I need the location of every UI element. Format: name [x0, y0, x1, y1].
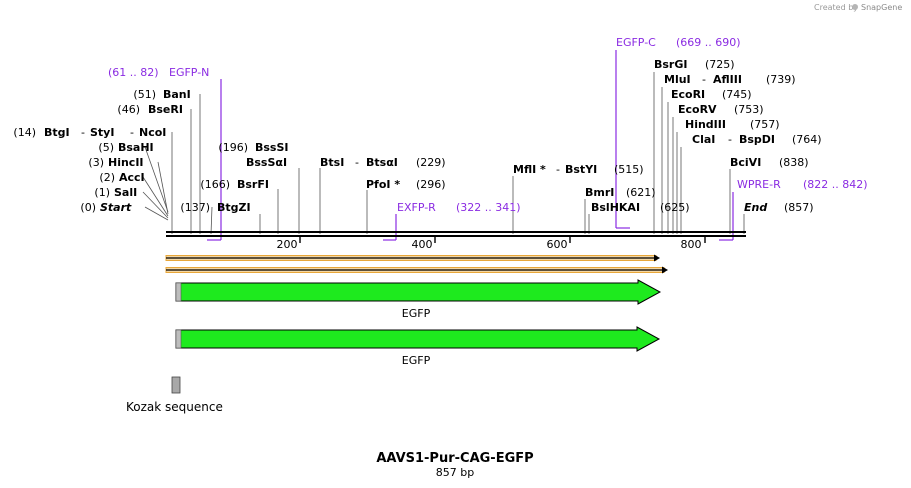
site-btsi-name: BtsI — [320, 156, 344, 169]
primer-egfpc-range: (669 .. 690) — [676, 36, 741, 49]
site-bsssi-name: BssSI — [255, 141, 289, 154]
site-leader-lines — [142, 72, 745, 235]
site-styi-name: StyI — [90, 126, 114, 139]
site-bseri-name: BseRI — [148, 103, 183, 116]
credit-brand: SnapGene — [861, 3, 902, 12]
site-end-pos: (857) — [784, 201, 814, 214]
feature-egfp-label: EGFP — [402, 354, 431, 367]
site-mlui-name: MluI — [664, 73, 691, 86]
ruler-label: 600 — [547, 238, 568, 251]
primer-egfpn-range: (61 .. 82) — [108, 66, 159, 79]
ruler-label: 200 — [277, 238, 298, 251]
site-ncoi-name: NcoI — [139, 126, 166, 139]
site-separator: - — [702, 73, 706, 86]
map-length: 857 bp — [436, 466, 474, 479]
primer-wprer-name: WPRE-R — [737, 178, 781, 191]
site-hincii-name: HincII — [108, 156, 144, 169]
site-bmri-name: BmrI — [585, 186, 614, 199]
site-bseri-pos: (46) — [117, 103, 140, 116]
site-acci-name: AccI — [119, 171, 145, 184]
site-bcivi-pos: (838) — [779, 156, 809, 169]
site-clai-pos: (764) — [792, 133, 822, 146]
site-sali-name: SalI — [114, 186, 137, 199]
site-afliii-name: AflIII — [713, 73, 742, 86]
primer-wprer-range: (822 .. 842) — [803, 178, 868, 191]
site-bani-name: BanI — [163, 88, 191, 101]
primer-lines — [207, 50, 734, 241]
ruler-label: 400 — [412, 238, 433, 251]
site-ecorv-pos: (753) — [734, 103, 764, 116]
site-bslhkai-pos: (625) — [660, 201, 690, 214]
site-ecori-pos: (745) — [722, 88, 752, 101]
site-bsrgi-name: BsrGI — [654, 58, 687, 71]
ruler-label: 800 — [681, 238, 702, 251]
site-bani-pos: (51) — [133, 88, 156, 101]
site-bsrfi-pos: (166) — [200, 178, 230, 191]
feature-egfp-label: EGFP — [402, 307, 431, 320]
feature-kozak-label: Kozak sequence — [126, 400, 223, 414]
site-btgi-name: BtgI — [44, 126, 70, 139]
map-title: AAVS1-Pur-CAG-EGFP — [376, 451, 533, 466]
site-separator: - — [130, 126, 134, 139]
site-bsssai-name: BssSαI — [246, 156, 287, 169]
site-separator: - — [81, 126, 85, 139]
site-btgzi-pos: (137) — [180, 201, 210, 214]
site-acci-pos: (2) — [99, 171, 115, 184]
site-bsrgi-pos: (725) — [705, 58, 735, 71]
site-pfoi-pos: (296) — [416, 178, 446, 191]
site-hindiii-pos: (757) — [750, 118, 780, 131]
site-start-name: Start — [100, 201, 132, 214]
site-mlui-pos: (739) — [766, 73, 796, 86]
site-btgzi-name: BtgZI — [217, 201, 251, 214]
primer-egfpn-name: EGFP-N — [169, 66, 209, 79]
site-clai-name: ClaI — [692, 133, 715, 146]
site-ecori-name: EcoRI — [671, 88, 705, 101]
site-hincii-pos: (3) — [88, 156, 104, 169]
kozak-feature-box — [171, 376, 181, 394]
site-pfoi-name: PfoI * — [366, 178, 400, 191]
ruler-ticks — [299, 237, 706, 243]
site-bstyi-name: BstYI — [565, 163, 597, 176]
site-bsssi-pos: (196) — [218, 141, 248, 154]
primer-egfpc-name: EGFP-C — [616, 36, 656, 49]
site-end-name: End — [744, 201, 767, 214]
backbone-top — [166, 231, 746, 233]
egfp-feature-arrow — [175, 326, 661, 352]
site-separator: - — [556, 163, 560, 176]
site-bsahi-pos: (5) — [98, 141, 114, 154]
site-ecorv-name: EcoRV — [678, 103, 717, 116]
primer-exfpr-name: EXFP-R — [397, 201, 436, 214]
snapgene-logo-icon — [852, 4, 858, 10]
site-sali-pos: (1) — [94, 186, 110, 199]
credit-text: Created by — [814, 3, 858, 12]
orf-arrow — [165, 254, 660, 262]
site-bslhkai-name: BslHKAI — [591, 201, 640, 214]
site-bsahi-name: BsaHI — [118, 141, 154, 154]
site-hindiii-name: HindIII — [685, 118, 726, 131]
site-bmri-pos: (621) — [626, 186, 656, 199]
site-btgi-pos: (14) — [13, 126, 36, 139]
backbone-bottom — [166, 235, 746, 237]
site-bspdi-name: BspDI — [739, 133, 775, 146]
site-btsi-pos: (229) — [416, 156, 446, 169]
site-separator: - — [355, 156, 359, 169]
site-separator: - — [728, 133, 732, 146]
site-bcivi-name: BciVI — [730, 156, 761, 169]
orf-arrow — [165, 266, 668, 274]
site-mfli-name: MflI * — [513, 163, 546, 176]
site-btsai-name: BtsαI — [366, 156, 398, 169]
site-bsrfi-name: BsrFI — [237, 178, 269, 191]
site-start-pos: (0) — [80, 201, 96, 214]
egfp-feature-arrow — [175, 279, 662, 305]
site-mfli-pos: (515) — [614, 163, 644, 176]
primer-exfpr-range: (322 .. 341) — [456, 201, 521, 214]
